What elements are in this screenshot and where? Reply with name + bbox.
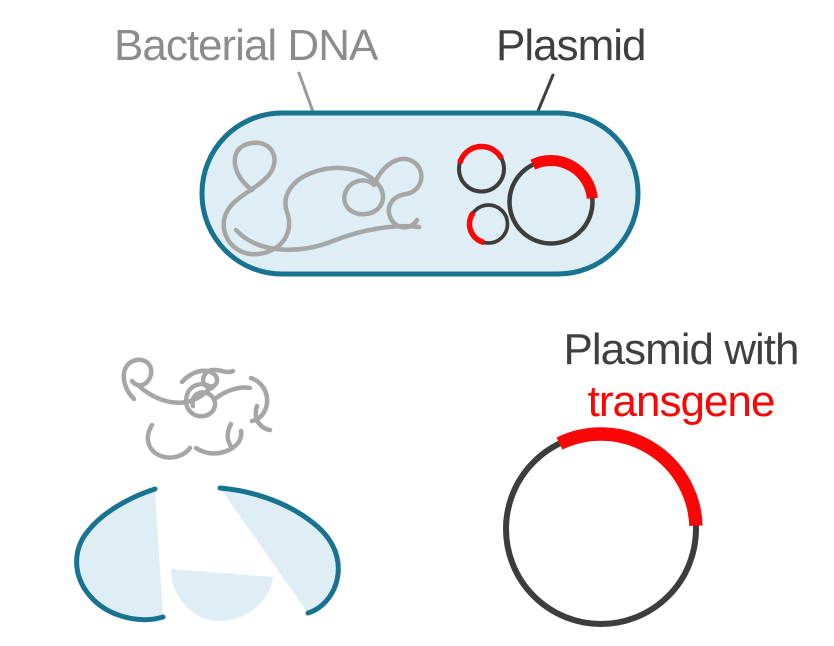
plasmid-small-top-transgene-arc — [457, 143, 504, 165]
dna-fragment-hook-kink — [253, 403, 273, 433]
fragment-left-fill — [76, 489, 163, 620]
lysed-cell-fragment-bottom — [171, 569, 273, 622]
released-dna-fragments — [121, 357, 273, 460]
dna-fragment-hook — [248, 375, 270, 424]
fragment-left-edge — [74, 486, 166, 623]
lysed-cell-fragment-right — [217, 485, 341, 616]
plasmid-small-bottom-transgene-arc — [466, 210, 486, 246]
plasmid-large — [507, 155, 598, 246]
dna-fragment-c-bottom-left — [145, 422, 193, 460]
lysed-cell-fragment-left — [74, 486, 166, 623]
transgene-plasmid-arc — [556, 427, 703, 527]
bacterial-dna-label: Bacterial DNA — [114, 21, 378, 70]
bacterium-cell-body — [199, 110, 641, 277]
bacterium-cell-group — [199, 110, 641, 277]
plasmid-label: Plasmid — [496, 21, 646, 70]
lysed-cell-group — [74, 357, 341, 623]
fragment-right-edge — [217, 485, 341, 616]
transgene-plasmid-group — [503, 427, 703, 627]
dna-tangle-stroke-3 — [233, 223, 422, 252]
plasmid-small-bottom — [466, 203, 510, 246]
bacterial-dna-tangle — [221, 140, 424, 257]
transgene-label-line: transgene — [587, 377, 776, 426]
dna-fragment-small-c — [225, 421, 235, 451]
fragment-right-fill — [220, 488, 339, 613]
dna-fragment-smile — [193, 428, 244, 456]
plasmid-small-top — [457, 143, 506, 194]
dna-fragment-eloop — [183, 381, 218, 419]
dna-tangle-stroke-1 — [221, 140, 386, 257]
plasmid-large-transgene-arc — [530, 155, 598, 200]
dna-fragment-loop — [121, 357, 154, 402]
plasmid-with-label-line: Plasmid with — [563, 325, 800, 374]
plasmid-with-transgene-label: Plasmid with transgene — [506, 324, 834, 428]
dna-fragment-arc-right — [213, 385, 253, 401]
